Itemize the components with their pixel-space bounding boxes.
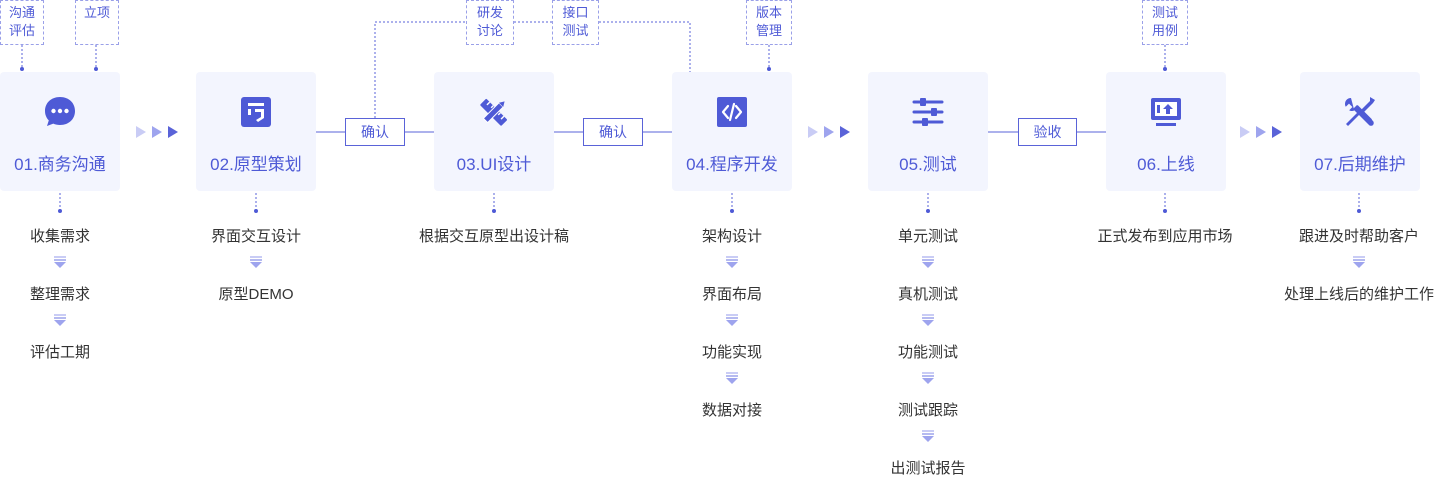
down-arrow-icon [726, 372, 738, 384]
detail-item: 收集需求 [29, 228, 91, 245]
down-arrow-icon [922, 256, 934, 268]
down-arrow-icon [1353, 256, 1365, 268]
step-testing: 05.测试 [868, 72, 988, 191]
triple-arrow-icon [808, 126, 850, 138]
triple-arrow-icon [1240, 126, 1282, 138]
detail-item: 出测试报告 [890, 460, 966, 477]
tag-version-management: 版本 管理 [746, 0, 792, 45]
chat-bubble-icon [45, 97, 75, 126]
step-label: 01.商务沟通 [14, 155, 106, 174]
tag-line: 管理 [755, 23, 782, 38]
down-arrow-icon [54, 314, 66, 326]
down-arrow-icon [54, 256, 66, 268]
connector-confirm-2: 确认 [583, 118, 643, 146]
down-arrow-icon [922, 430, 934, 442]
detail-item: 处理上线后的维护工作 [1283, 286, 1435, 303]
detail-item: 单元测试 [897, 228, 959, 245]
step-launch: 06.上线 [1106, 72, 1226, 191]
tag-communication-evaluation: 沟通 评估 [0, 0, 44, 45]
tag-rd-discussion: 研发 讨论 [466, 0, 514, 45]
tag-line: 测试 [1151, 5, 1178, 20]
detail-item: 真机测试 [897, 286, 959, 303]
tag-line: 版本 [755, 5, 782, 20]
down-arrow-icon [922, 314, 934, 326]
tag-line: 接口 [562, 5, 589, 20]
tag-project-approval: 立项 [75, 0, 119, 45]
tag-line: 讨论 [476, 23, 503, 38]
detail-item: 根据交互原型出设计稿 [418, 228, 570, 245]
down-arrow-icon [250, 256, 262, 268]
detail-item: 跟进及时帮助客户 [1298, 228, 1420, 245]
step-business-communication: 01.商务沟通 [0, 72, 120, 191]
detail-item: 功能测试 [897, 344, 959, 361]
tag-line: 立项 [83, 5, 110, 20]
step-development: 04.程序开发 [672, 72, 792, 191]
connector-acceptance: 验收 [1018, 118, 1077, 146]
detail-item: 正式发布到应用市场 [1097, 228, 1233, 245]
connector-confirm-1: 确认 [345, 118, 405, 146]
down-arrow-icon [726, 256, 738, 268]
step-ui-design: 03.UI设计 [434, 72, 554, 191]
ruler-pencil-icon [480, 98, 508, 126]
code-icon [717, 97, 747, 127]
tag-test-cases: 测试 用例 [1142, 0, 1188, 45]
detail-item: 测试跟踪 [897, 402, 959, 419]
step-label: 07.后期维护 [1314, 155, 1406, 174]
down-arrow-icon [922, 372, 934, 384]
step-label: 03.UI设计 [456, 155, 532, 174]
step-label: 02.原型策划 [210, 155, 302, 174]
step-label: 06.上线 [1137, 155, 1195, 174]
detail-item: 架构设计 [701, 228, 763, 245]
step-label: 04.程序开发 [686, 155, 778, 174]
triple-arrow-icon [136, 126, 178, 138]
wrench-screwdriver-icon [1345, 97, 1375, 126]
tag-line: 研发 [476, 5, 503, 20]
down-arrow-icon [726, 314, 738, 326]
prototype-box-icon [241, 97, 271, 127]
step-maintenance: 07.后期维护 [1300, 72, 1420, 191]
tag-line: 测试 [562, 23, 589, 38]
tag-api-testing: 接口 测试 [552, 0, 599, 45]
detail-item: 整理需求 [29, 286, 91, 303]
tag-line: 用例 [1151, 23, 1178, 38]
detail-item: 原型DEMO [218, 286, 294, 303]
monitor-upload-icon [1151, 98, 1181, 126]
step-prototype-planning: 02.原型策划 [196, 72, 316, 191]
detail-item: 评估工期 [29, 344, 91, 361]
step-label: 05.测试 [899, 155, 957, 174]
sliders-icon [912, 98, 944, 126]
detail-item: 数据对接 [701, 402, 763, 419]
detail-item: 界面布局 [701, 286, 763, 303]
detail-item: 功能实现 [701, 344, 763, 361]
tag-line: 沟通 [8, 5, 35, 20]
tag-line: 评估 [8, 23, 35, 38]
detail-item: 界面交互设计 [210, 228, 302, 245]
